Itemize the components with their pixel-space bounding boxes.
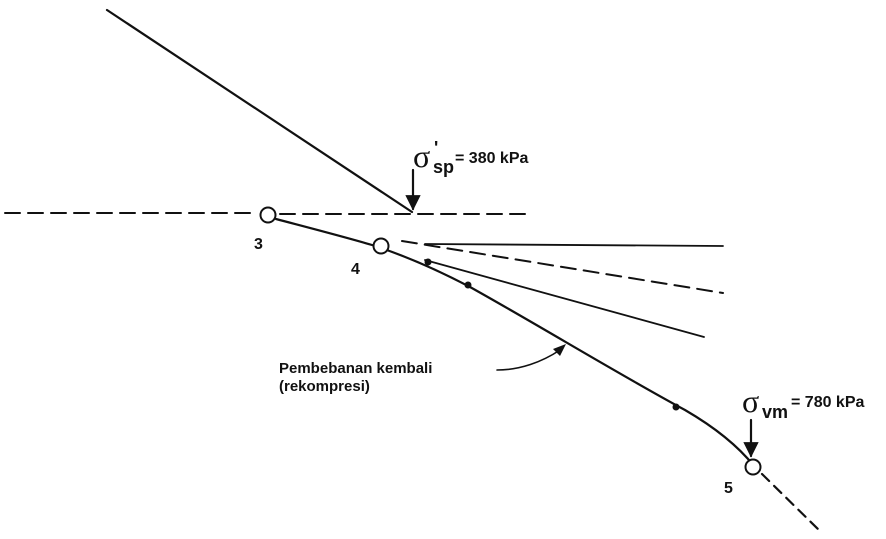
sigma-sp-subscript: sp [433,157,454,177]
reload-label-line1: Pembebanan kembali [279,360,432,377]
reload-label-leader-tip [553,344,566,356]
data-point-dot [672,403,680,411]
sigma-sp-value: = 380 kPa [455,150,529,167]
data-point-dot [424,258,432,266]
virgin-compression-line [105,8,414,214]
reload-curve-extension [760,472,824,535]
sigma-vm-annotation: σ vm = 780 kPa [742,383,865,458]
reload-label-annotation: Pembebanan kembali (rekompresi) [279,344,566,395]
sigma-vm-symbol: σ [742,383,759,419]
sigma-sp-annotation: σ ' sp = 380 kPa [405,138,529,211]
reload-curve [274,217,756,468]
data-point-dot [464,281,472,289]
sigma-sp-prime: ' [434,138,438,158]
sigma-sp-symbol: σ [413,138,430,174]
branch-line-dashed [401,240,724,294]
sigma-vm-subscript: vm [762,402,788,422]
reload-label-leader [496,349,561,371]
sigma-vm-value: = 780 kPa [791,394,865,411]
point-3-marker [259,206,277,224]
reload-label-line2: (rekompresi) [279,378,370,395]
branch-line-horizontal [424,243,724,247]
point-5-label: 5 [724,480,733,497]
point-5-marker [744,458,762,476]
point-3-label: 3 [254,236,263,253]
point-4-marker [372,237,390,255]
point-4-label: 4 [351,261,360,278]
branch-line-lower [424,259,705,338]
